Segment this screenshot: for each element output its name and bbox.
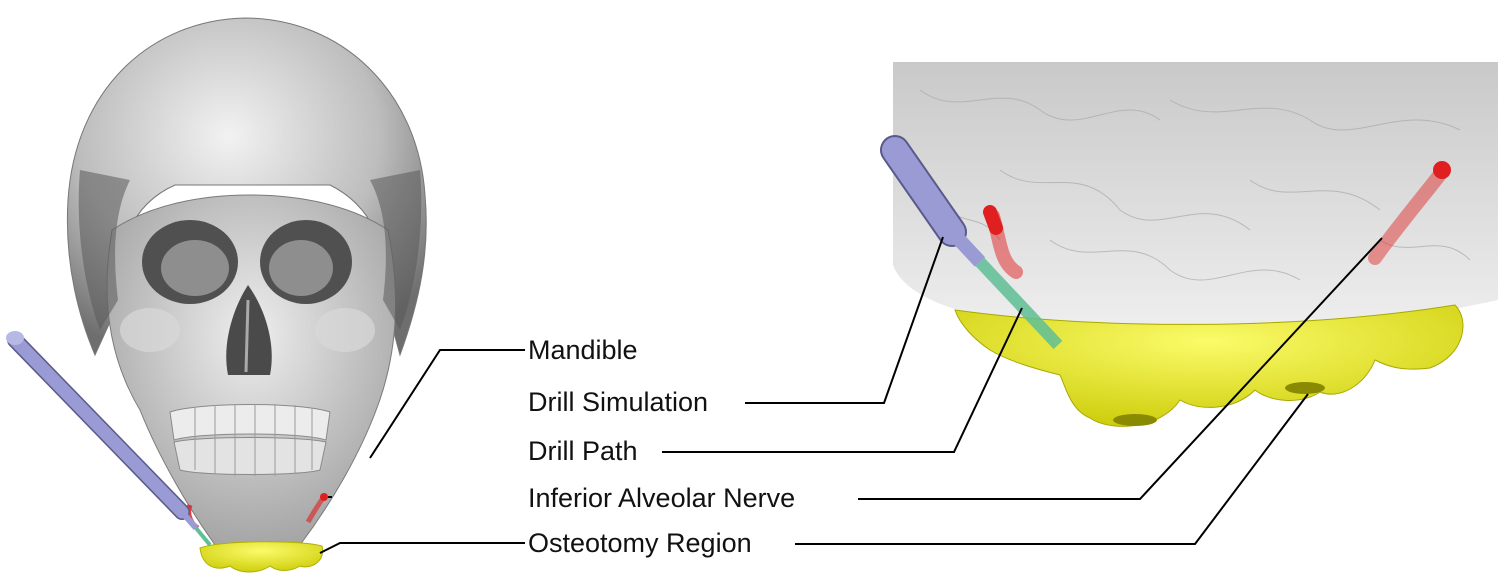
nasal-cavity <box>226 285 272 375</box>
drill-tool-large <box>880 135 1063 350</box>
orbit-left-inner <box>161 240 229 296</box>
osteotomy-hole-right <box>1285 382 1325 394</box>
cheek-right <box>315 308 375 352</box>
tooth-lines <box>194 404 313 476</box>
cranium <box>66 17 427 357</box>
label-drill-simulation: Drill Simulation <box>528 387 709 417</box>
label-drill-path: Drill Path <box>528 436 638 466</box>
nasal-septum <box>244 299 250 373</box>
skull-illustration <box>6 17 427 573</box>
leader-mandible <box>369 349 525 459</box>
temporal-shadow-right <box>370 170 422 330</box>
label-mandible: Mandible <box>528 335 638 365</box>
osteotomy-region-large <box>954 304 1464 427</box>
leader-inferior-alveolar-nerve-right <box>858 237 1383 500</box>
nerve-left-large-end <box>983 205 1003 235</box>
leader-lines <box>319 236 1383 554</box>
zoomed-view <box>880 62 1498 427</box>
nerve-right-large <box>1368 165 1449 265</box>
temporal-shadow-left <box>78 170 130 330</box>
nerve-right-large-foramen <box>1433 161 1451 179</box>
cheek-left <box>120 308 180 352</box>
lower-teeth <box>173 437 327 475</box>
upper-teeth <box>169 404 331 441</box>
label-osteotomy-region: Osteotomy Region <box>528 528 752 558</box>
osteotomy-region-small <box>199 541 324 573</box>
osteotomy-hole-left <box>1113 414 1157 426</box>
drill-tool-small <box>6 331 212 547</box>
label-inferior-alveolar-nerve: Inferior Alveolar Nerve <box>528 483 796 513</box>
leader-drill-simulation <box>745 236 944 404</box>
leader-osteotomy-region-right <box>795 393 1309 545</box>
orbit-right-inner <box>269 240 333 296</box>
leader-drill-path <box>662 307 1023 453</box>
leader-osteotomy-region-left <box>319 542 525 554</box>
zoomed-bone <box>893 62 1498 327</box>
nerve-right-foramen <box>320 493 328 501</box>
bone-texture <box>919 89 1471 281</box>
